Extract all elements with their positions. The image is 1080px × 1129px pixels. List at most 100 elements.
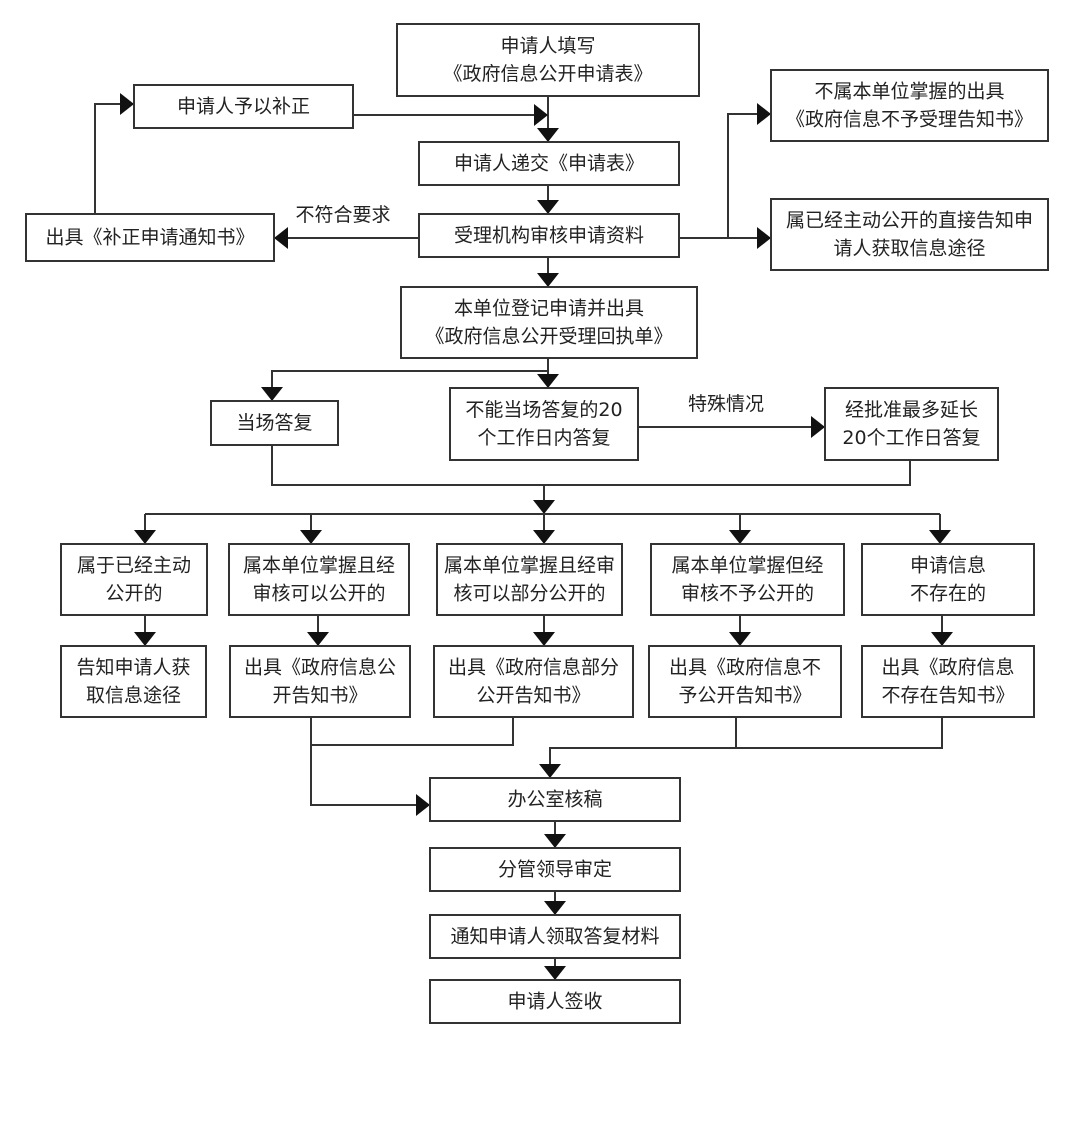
node-leader-approve: 分管领导审定	[429, 847, 681, 892]
node-text: 属本单位掌握且经审	[444, 555, 615, 577]
node-box	[429, 777, 681, 822]
node-box	[436, 543, 623, 616]
node-text: 当场答复	[236, 412, 312, 434]
node-submit: 申请人递交《申请表》	[418, 141, 680, 186]
node-sign: 申请人签收	[429, 979, 681, 1024]
node-box	[400, 286, 698, 359]
node-text: 请人获取信息途径	[833, 238, 985, 260]
node-text: 开告知书》	[272, 685, 367, 707]
node-text: 不存在的	[910, 583, 986, 605]
nodes: 申请人填写《政府信息公开申请表》申请人予以补正申请人递交《申请表》受理机构审核申…	[25, 23, 1049, 1024]
node-box	[60, 645, 207, 718]
node-text: 出具《政府信息	[881, 657, 1014, 679]
node-box	[60, 543, 208, 616]
node-reply-now: 当场答复	[210, 400, 339, 446]
node-box	[25, 213, 275, 262]
node-text: 出具《政府信息不	[669, 657, 821, 679]
node-text: 属本单位掌握但经	[671, 555, 823, 577]
arrowhead-icon	[134, 530, 156, 544]
connectors	[94, 93, 953, 980]
arrowhead-icon	[811, 416, 825, 438]
arrowhead-icon	[729, 632, 751, 646]
node-box	[228, 543, 410, 616]
connector-line	[94, 103, 134, 214]
arrowhead-icon	[120, 93, 134, 115]
node-box	[449, 387, 639, 461]
arrowhead-icon	[416, 794, 430, 816]
node-text: 出具《政府信息部分	[448, 657, 619, 679]
node-text: 《政府信息公开受理回执单》	[425, 326, 672, 348]
arrowhead-icon	[274, 227, 288, 249]
node-box	[433, 645, 634, 718]
node-text: 属已经主动公开的直接告知申	[786, 210, 1033, 232]
node-text: 本单位登记申请并出具	[454, 298, 644, 320]
arrowhead-icon	[539, 764, 561, 778]
node-correction-notice: 出具《补正申请通知书》	[25, 213, 275, 262]
node-office-check: 办公室核稿	[429, 777, 681, 822]
node-box	[824, 387, 999, 461]
node-text: 通知申请人领取答复材料	[450, 926, 659, 948]
node-not-held: 不属本单位掌握的出具《政府信息不予受理告知书》	[770, 69, 1049, 142]
label-not-compliant: 不符合要求	[295, 204, 390, 226]
node-text: 属本单位掌握且经	[243, 555, 395, 577]
arrowhead-icon	[533, 500, 555, 514]
arrowhead-icon	[544, 966, 566, 980]
node-text: 申请人予以补正	[177, 96, 310, 118]
node-text: 公开的	[105, 583, 162, 605]
arrowhead-icon	[533, 632, 555, 646]
node-text: 20个工作日答复	[842, 427, 980, 449]
arrowhead-icon	[931, 632, 953, 646]
node-text: 不能当场答复的20	[465, 399, 622, 421]
node-supplement: 申请人予以补正	[133, 84, 354, 129]
node-box	[418, 141, 680, 186]
node-register: 本单位登记申请并出具《政府信息公开受理回执单》	[400, 286, 698, 359]
arrowhead-icon	[307, 632, 329, 646]
arrowhead-icon	[261, 387, 283, 401]
arrowhead-icon	[300, 530, 322, 544]
node-text: 审核不予公开的	[681, 583, 814, 605]
node-text: 申请人填写	[500, 35, 595, 57]
arrowhead-icon	[534, 104, 548, 126]
node-box	[770, 198, 1049, 271]
arrowhead-icon	[537, 200, 559, 214]
node-text: 不存在告知书》	[881, 685, 1014, 707]
node-box	[210, 400, 339, 446]
node-box	[418, 213, 680, 258]
node-text: 申请信息	[910, 555, 986, 577]
node-text: 公开告知书》	[476, 685, 590, 707]
node-notify: 通知申请人领取答复材料	[429, 914, 681, 959]
arrowhead-icon	[537, 374, 559, 388]
node-box	[229, 645, 411, 718]
arrowhead-icon	[757, 103, 771, 125]
node-text: 分管领导审定	[498, 859, 612, 881]
node-text: 《政府信息公开申请表》	[443, 63, 652, 85]
connector-line	[311, 717, 514, 746]
connector-line	[271, 445, 911, 486]
node-box	[133, 84, 354, 129]
node-box	[648, 645, 842, 718]
node-box	[429, 914, 681, 959]
node-text: 取信息途径	[86, 685, 181, 707]
arrowhead-icon	[544, 901, 566, 915]
node-text: 属于已经主动	[77, 555, 191, 577]
arrowhead-icon	[729, 530, 751, 544]
connector-line	[727, 113, 771, 238]
arrowhead-icon	[537, 128, 559, 142]
arrowhead-icon	[544, 834, 566, 848]
node-text: 申请人签收	[507, 991, 602, 1013]
node-text: 核可以部分公开的	[453, 583, 605, 605]
node-text: 出具《补正申请通知书》	[45, 227, 254, 249]
node-text: 申请人递交《申请表》	[454, 153, 644, 175]
node-box	[429, 847, 681, 892]
node-box	[429, 979, 681, 1024]
arrowhead-icon	[533, 530, 555, 544]
node-text: 受理机构审核申请资料	[454, 225, 644, 247]
